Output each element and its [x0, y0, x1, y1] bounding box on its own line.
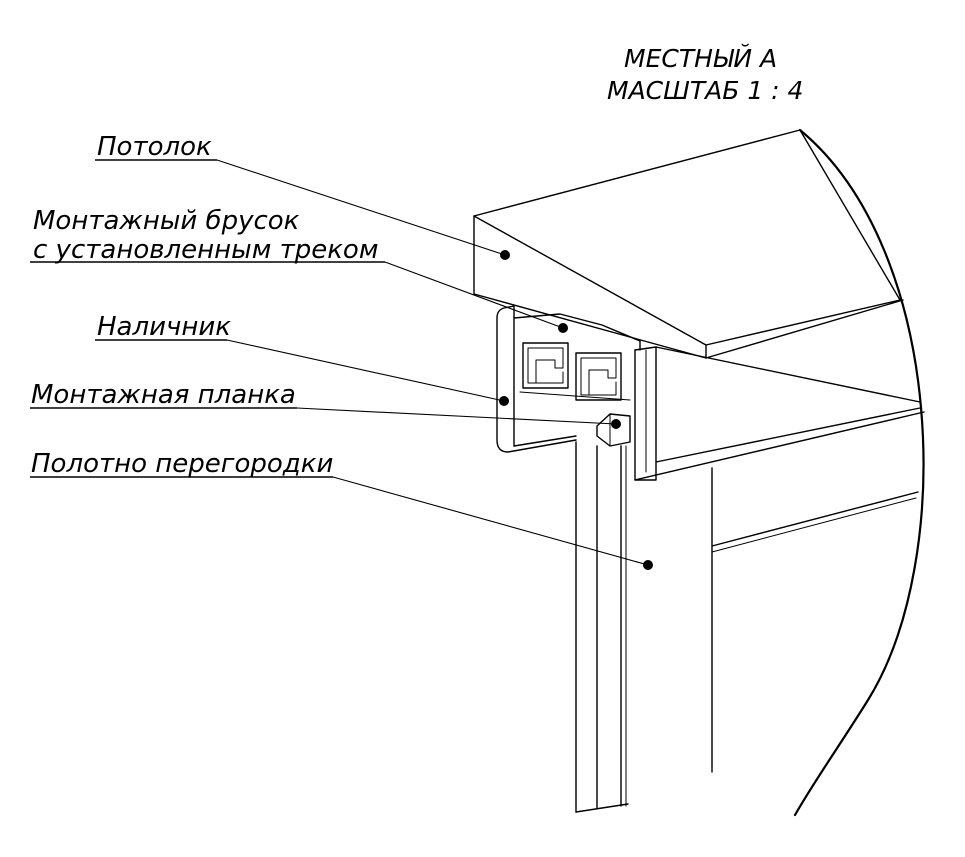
track-profile [634, 346, 925, 481]
label-mounting-bar-line-2: с установленным треком [33, 235, 378, 265]
leader-lines [30, 159, 649, 566]
track-section-right [575, 352, 622, 401]
casing-profile [496, 305, 641, 453]
label-casing: Наличник [97, 312, 231, 342]
label-ceiling: Потолок [97, 132, 212, 162]
detail-title: МЕСТНЫЙ А МАСШТАБ 1 : 4 [607, 44, 803, 105]
title-line-1: МЕСТНЫЙ А [624, 44, 777, 73]
label-partition-panel: Полотно перегородки [31, 449, 333, 479]
label-mounting-strip: Монтажная планка [31, 380, 296, 410]
label-mounting-bar-line-1: Монтажный брусок [33, 206, 300, 236]
mounting-strip [596, 413, 631, 447]
partition-panel [575, 441, 919, 813]
ceiling-beam [473, 129, 904, 359]
title-line-2: МАСШТАБ 1 : 4 [607, 76, 803, 105]
track-section-left [522, 342, 569, 389]
leader-dots [499, 250, 653, 570]
detail-boundary-arc [793, 128, 925, 817]
callout-labels: Потолок Монтажный брусок с установленным… [31, 132, 378, 479]
